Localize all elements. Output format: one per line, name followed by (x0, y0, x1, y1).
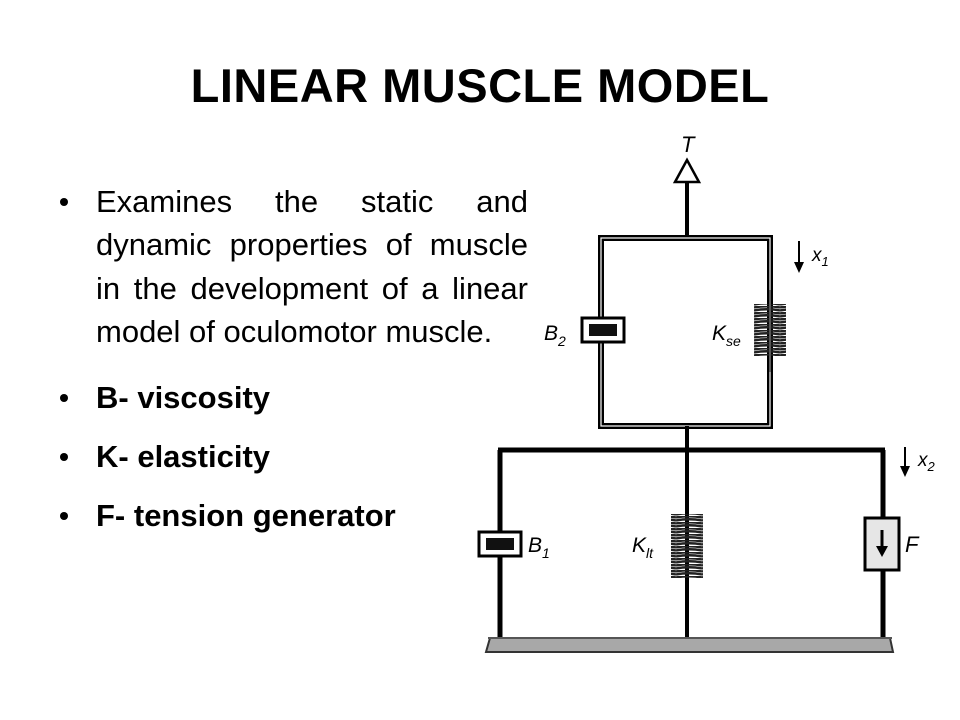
b2-label: B2 (544, 322, 566, 349)
bullet-description: Examines the static and dynamic properti… (58, 180, 528, 354)
ground-plate (484, 637, 895, 653)
x1-indicator (794, 241, 804, 273)
tension-generator-f (863, 516, 901, 572)
slide-title: LINEAR MUSCLE MODEL (190, 59, 770, 112)
kse-label: Kse (712, 322, 741, 349)
spring-klt (671, 514, 703, 578)
klt-label: Klt (632, 534, 654, 561)
tension-arrow (672, 157, 702, 238)
bullet-tension-generator: F- tension generator (58, 494, 528, 537)
force-label: F (905, 532, 920, 557)
spring-kse (754, 290, 786, 372)
x2-label: x2 (917, 450, 936, 474)
tension-label: T (681, 132, 696, 157)
dashpot-b2 (580, 316, 626, 344)
b1-label: B1 (528, 534, 550, 561)
bullet-elasticity: K- elasticity (58, 435, 528, 478)
x1-label: x1 (811, 245, 829, 269)
bullet-viscosity: B- viscosity (58, 376, 528, 419)
upper-frame (598, 235, 773, 429)
muscle-model-diagram: T x1 B2 Kse (477, 132, 936, 653)
bullet-list: Examines the static and dynamic properti… (58, 180, 528, 554)
x2-indicator (900, 447, 910, 477)
dashpot-b1 (477, 530, 523, 558)
